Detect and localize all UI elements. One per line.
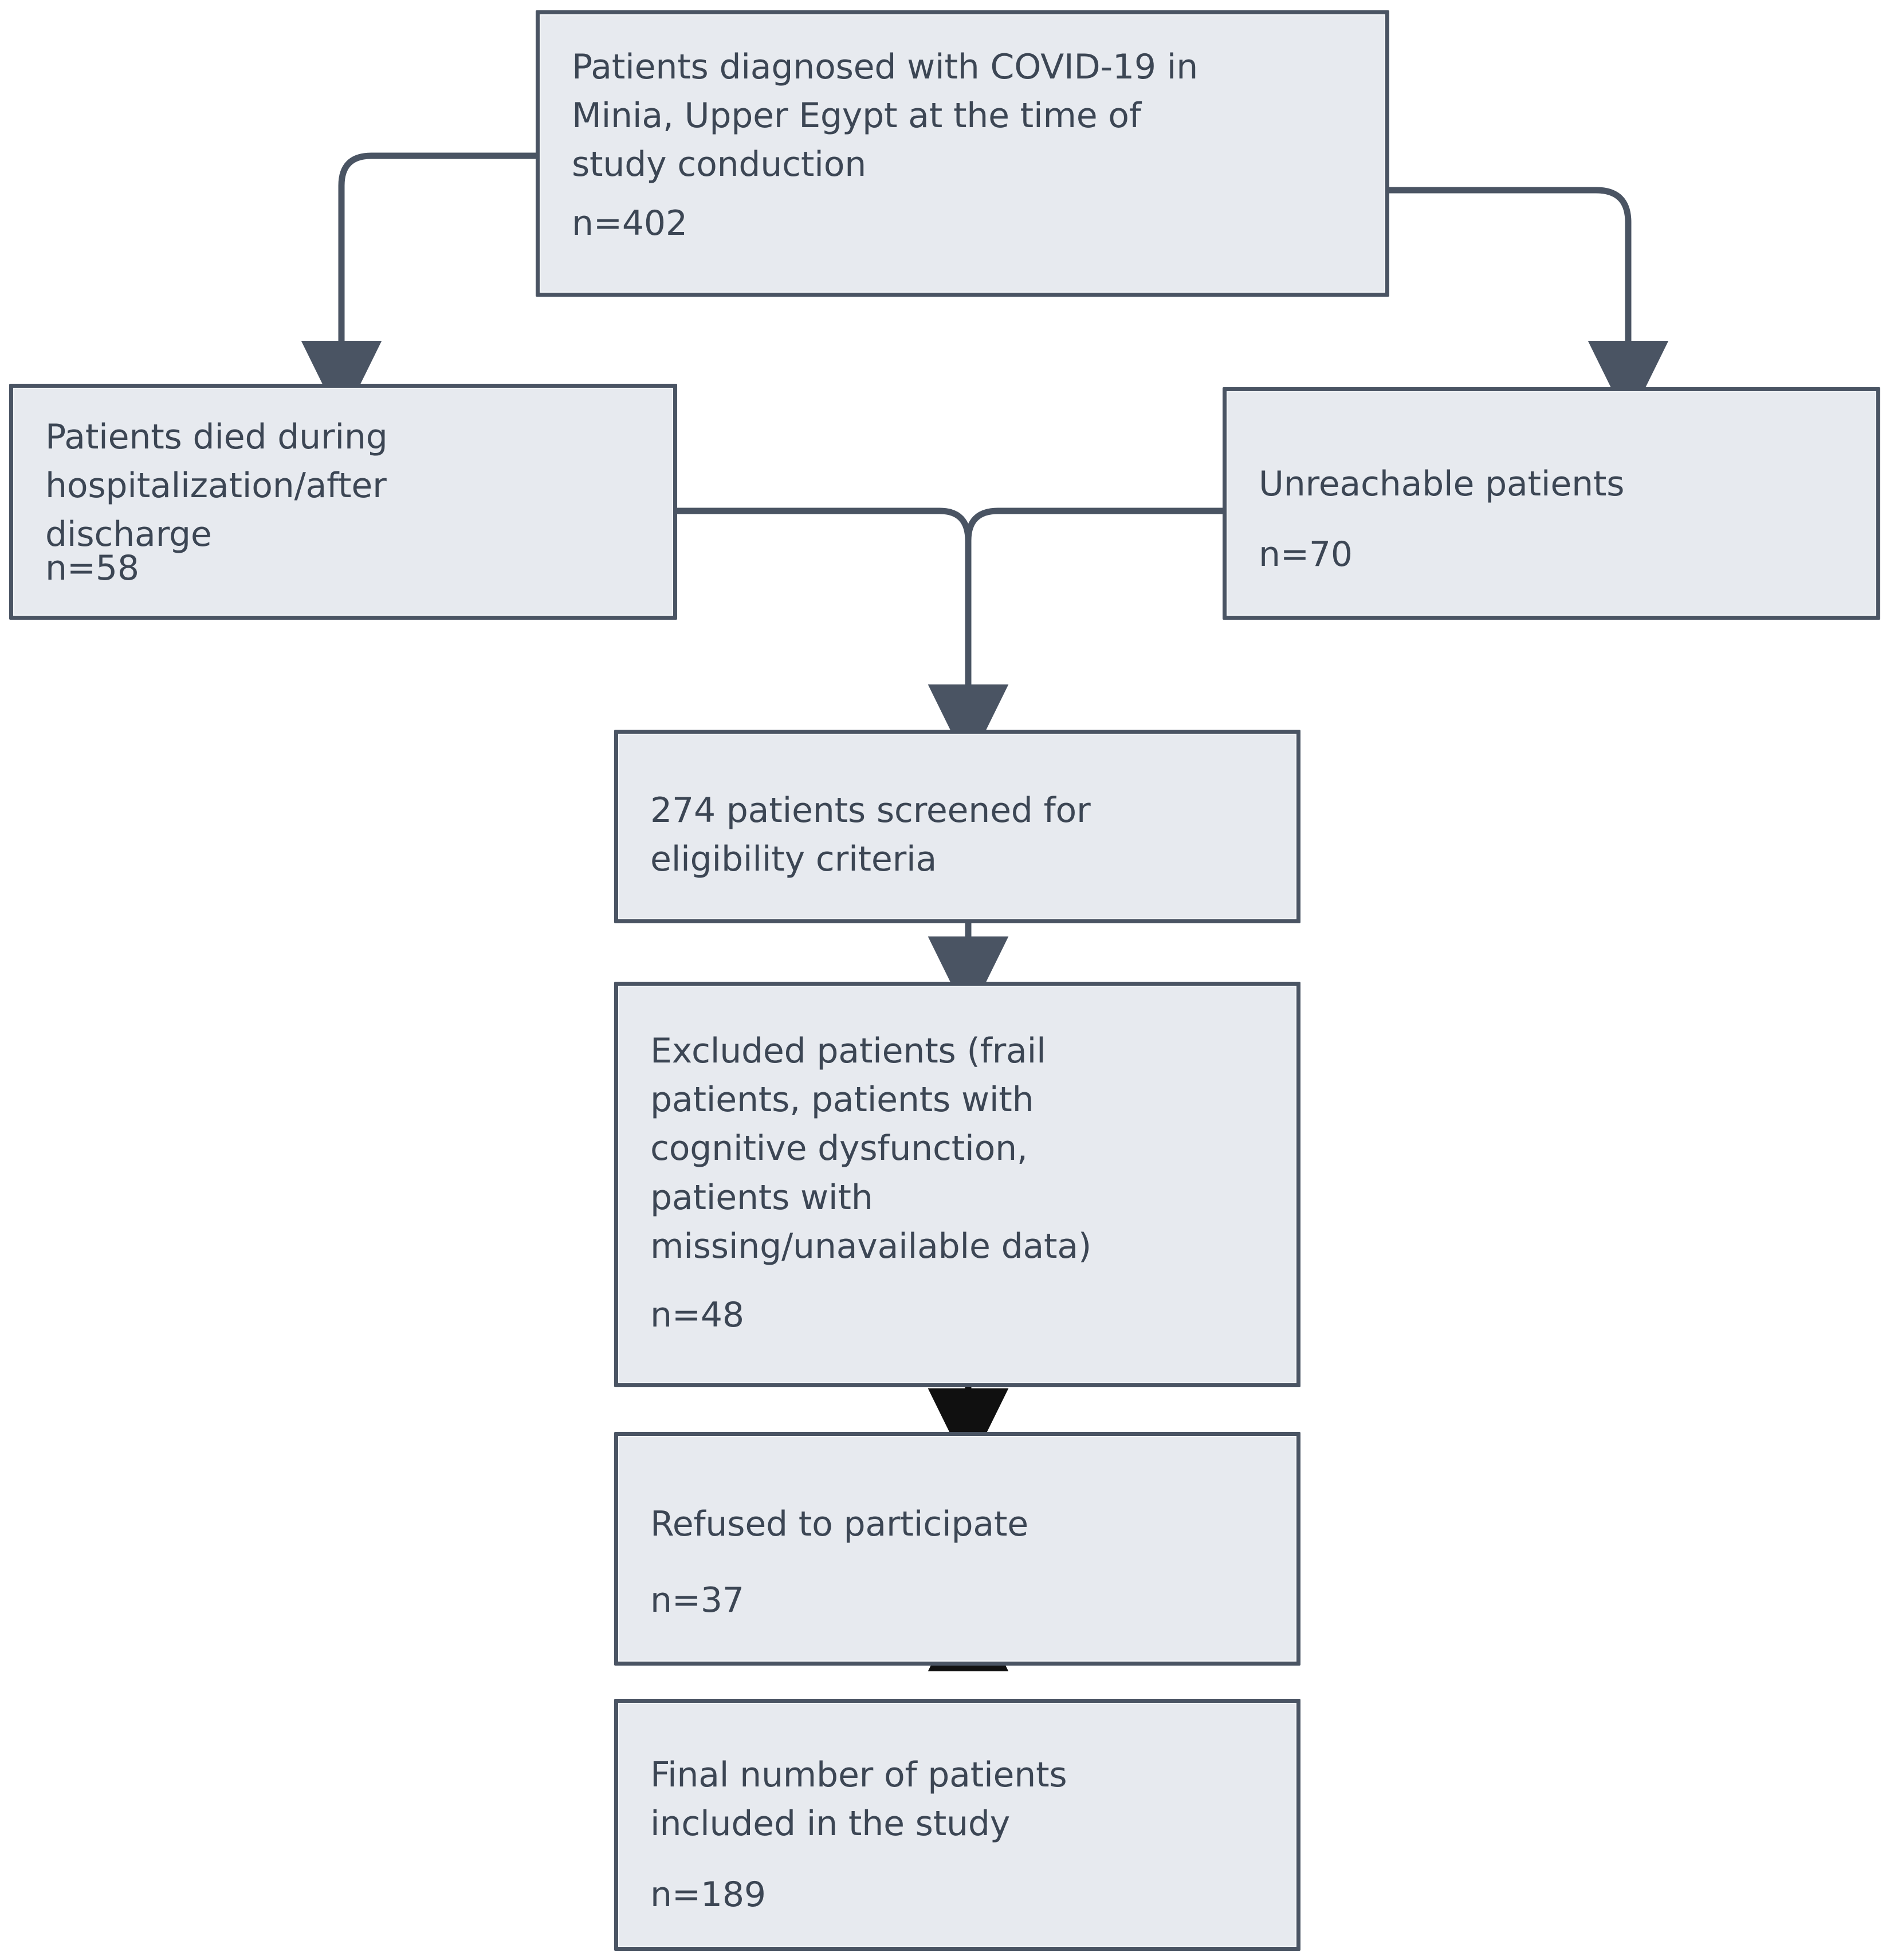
refused-to-participate-box: Refused to participate n=37	[614, 1432, 1300, 1666]
unreachable-patients-box-count: n=70	[1259, 534, 1353, 574]
connector-enrolled-to-died	[301, 152, 536, 423]
final-number-box: Final number of patients included in the…	[614, 1699, 1300, 1951]
refused-to-participate-box-count: n=37	[650, 1580, 744, 1620]
unreachable-patients-box: Unreachable patients n=70	[1223, 387, 1880, 620]
patients-screened-box-label: 274 patients screened for eligibility cr…	[650, 790, 1091, 880]
excluded-patients-box-label: Excluded patients (frail patients, patie…	[650, 1031, 1092, 1266]
excluded-patients-box-count: n=48	[650, 1295, 744, 1335]
patients-died-box: Patients died during hospitalization/aft…	[9, 384, 677, 620]
connector-died-to-merge	[677, 507, 972, 541]
final-number-box-label: Final number of patients included in the…	[650, 1755, 1067, 1844]
patients-screened-box: 274 patients screened for eligibility cr…	[614, 730, 1300, 923]
patients-died-box-label: Patients died during hospitalization/aft…	[45, 417, 388, 555]
excluded-patients-box: Excluded patients (frail patients, patie…	[614, 982, 1300, 1387]
unreachable-patients-box-label: Unreachable patients	[1259, 464, 1625, 504]
final-number-box-count: n=189	[650, 1875, 766, 1915]
refused-to-participate-box-label: Refused to participate	[650, 1504, 1028, 1544]
connector-unreachable-to-merge	[965, 507, 1223, 541]
patients-diagnosed-box-label: Patients diagnosed with COVID-19 in Mini…	[572, 47, 1199, 185]
connector-enrolled-to-unreachable	[1389, 187, 1669, 423]
patients-diagnosed-box-count: n=402	[572, 203, 687, 243]
patients-died-box-count: n=58	[45, 548, 139, 588]
patients-diagnosed-box: Patients diagnosed with COVID-19 in Mini…	[536, 10, 1389, 297]
